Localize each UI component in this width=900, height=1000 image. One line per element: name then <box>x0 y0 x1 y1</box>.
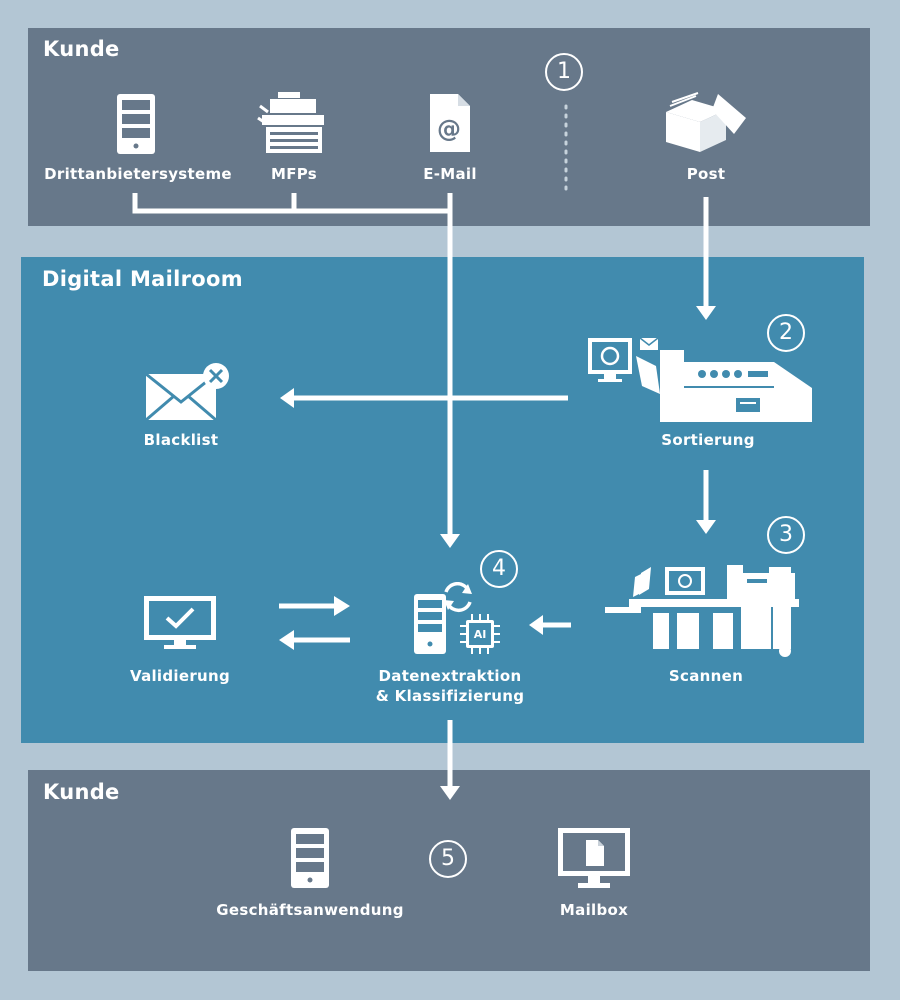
source-bracket-line <box>132 193 450 214</box>
monitor-document-icon <box>558 828 630 888</box>
printer-icon <box>257 92 324 153</box>
arrowhead-blacklist <box>280 388 294 408</box>
arrowhead-validation-right <box>334 596 350 616</box>
mfps-label: MFPs <box>270 165 318 183</box>
sorting-label: Sortierung <box>661 431 755 449</box>
arrowhead-scan-to-extract <box>529 615 543 635</box>
bottom-panel-title: Kunde <box>43 780 120 804</box>
top-panel-title: Kunde <box>43 37 120 61</box>
server-icon <box>117 94 155 154</box>
ai-processing-icon <box>414 582 500 654</box>
arrowhead-validation-left <box>279 630 294 650</box>
scanning-label: Scannen <box>668 667 744 685</box>
post-label: Post <box>686 165 726 183</box>
extraction-label-line2: & Klassifizierung <box>375 687 525 705</box>
ai-chip-label: AI <box>473 628 487 641</box>
step-1-badge: 1 <box>545 53 583 91</box>
email-label: E-Mail <box>423 165 477 183</box>
step-4-badge: 4 <box>480 550 518 588</box>
extraction-label-line1: Datenextraktion <box>378 667 522 685</box>
sorting-machine-icon <box>588 337 812 422</box>
email-file-icon: @ <box>430 94 470 152</box>
third-party-label: Drittanbietersysteme <box>44 165 232 183</box>
step-5-badge: 5 <box>429 840 467 878</box>
server-icon <box>291 828 329 888</box>
blacklist-label: Blacklist <box>143 431 219 449</box>
business-app-label: Geschäftsanwendung <box>216 901 404 919</box>
digital-mailroom-panel <box>21 257 864 743</box>
arrowhead-sorting <box>696 306 716 320</box>
monitor-check-icon <box>144 596 216 649</box>
mailroom-panel-title: Digital Mailroom <box>42 267 243 291</box>
step-2-badge: 2 <box>767 314 805 352</box>
blocked-envelope-icon <box>145 363 229 422</box>
mailbox-label: Mailbox <box>559 901 629 919</box>
svg-text:@: @ <box>437 115 461 143</box>
arrowhead-output <box>440 786 460 800</box>
scanner-machine-icon <box>605 565 799 657</box>
validation-label: Validierung <box>129 667 231 685</box>
arrowhead-extraction <box>440 534 460 548</box>
arrowhead-scanning <box>696 520 716 534</box>
mail-box-icon <box>666 92 746 152</box>
step-3-badge: 3 <box>767 516 805 554</box>
